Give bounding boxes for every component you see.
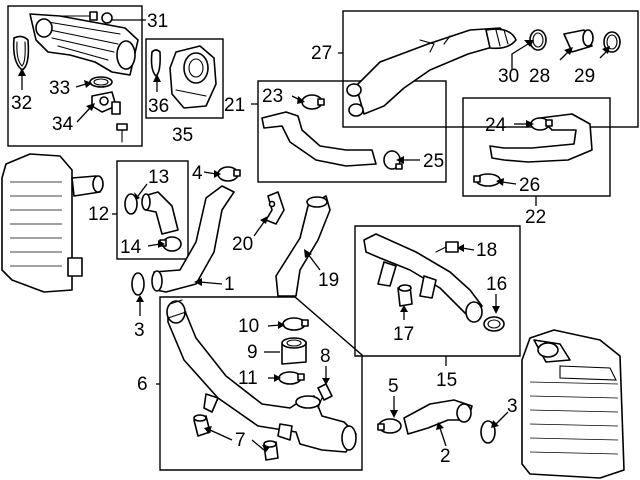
callout-22: 22 [525, 207, 546, 228]
callout-13: 13 [148, 167, 169, 188]
clamp-4 [217, 166, 241, 182]
bolt-31 [59, 11, 98, 21]
pipe-6 [166, 299, 357, 453]
box-group-12 [116, 160, 189, 260]
clamp-31 [101, 12, 113, 24]
hose-12 [141, 191, 179, 235]
callout-11: 11 [238, 368, 258, 389]
clamp-5 [377, 418, 402, 434]
callout-28: 28 [529, 66, 550, 87]
callout-4: 4 [192, 163, 203, 184]
callout-36: 36 [148, 96, 169, 117]
callout-27: 27 [311, 43, 332, 64]
callout-2: 2 [440, 446, 451, 467]
hose-21 [261, 111, 377, 167]
box-group-27 [342, 10, 639, 128]
callout-32: 32 [11, 93, 32, 114]
gasket-32 [12, 35, 30, 71]
seal-36 [150, 49, 161, 77]
callout-3-right: 3 [507, 396, 518, 417]
hose-22 [489, 113, 593, 163]
callout-labels: 31 32 33 34 36 35 27 30 28 29 21 23 25 2… [11, 11, 595, 467]
callout-23: 23 [262, 86, 283, 107]
box-group-35 [145, 38, 224, 119]
bracket-20 [265, 191, 285, 225]
o-ring-33 [89, 76, 113, 88]
o-ring-3-left [131, 272, 145, 296]
hose-2 [403, 399, 473, 435]
clamp-26 [473, 173, 501, 187]
clamp-23 [301, 94, 325, 110]
callout-14: 14 [120, 237, 142, 258]
callout-24: 24 [485, 115, 507, 136]
callout-5: 5 [388, 376, 399, 397]
callout-33: 33 [49, 78, 70, 99]
clamp-24 [530, 117, 553, 131]
bolt-18 [435, 241, 459, 253]
box-group-6 [159, 296, 363, 471]
hose-28 [563, 29, 594, 53]
callout-20: 20 [232, 234, 253, 255]
box-group-21 [257, 80, 447, 183]
box-group-31 [7, 5, 143, 147]
sensor-34 [91, 91, 121, 115]
hose-1 [151, 185, 235, 293]
leader-lines [18, 19, 610, 452]
callout-9: 9 [247, 342, 258, 363]
callout-1: 1 [224, 274, 235, 295]
callout-7: 7 [235, 430, 246, 451]
callout-17: 17 [393, 324, 414, 345]
grommet-7a [193, 414, 211, 437]
o-ring-13 [124, 193, 138, 215]
callout-18: 18 [476, 240, 497, 261]
sleeve-9 [281, 337, 307, 365]
clamp-10 [282, 317, 309, 331]
callout-16: 16 [486, 274, 507, 295]
pipe-19 [275, 195, 331, 297]
pipe-15 [363, 233, 483, 323]
grommet-17 [397, 284, 413, 307]
callout-19: 19 [318, 270, 339, 291]
callout-10: 10 [238, 316, 259, 337]
callout-34: 34 [52, 114, 74, 135]
callout-6: 6 [137, 374, 148, 395]
callout-3-left: 3 [134, 320, 145, 341]
callout-31: 31 [147, 11, 168, 32]
o-ring-16 [483, 316, 505, 332]
bolt-8 [317, 383, 333, 409]
callout-30: 30 [498, 66, 519, 87]
callout-35: 35 [172, 125, 193, 146]
bolt-34 [116, 123, 128, 143]
callout-26: 26 [519, 175, 540, 196]
intercooler-left [1, 153, 104, 293]
throttle-body-35 [169, 45, 217, 109]
callout-12: 12 [88, 204, 109, 225]
box-group-15 [354, 225, 521, 357]
callout-21: 21 [224, 95, 245, 116]
intercooler-right [521, 329, 625, 479]
pipe-27 [346, 27, 517, 117]
callout-29: 29 [574, 66, 595, 87]
grommet-7b [263, 440, 279, 461]
clamp-11 [278, 371, 305, 385]
callout-8: 8 [320, 346, 331, 367]
callout-15: 15 [436, 370, 457, 391]
intake-manifold [29, 13, 139, 76]
callout-25: 25 [423, 151, 444, 172]
